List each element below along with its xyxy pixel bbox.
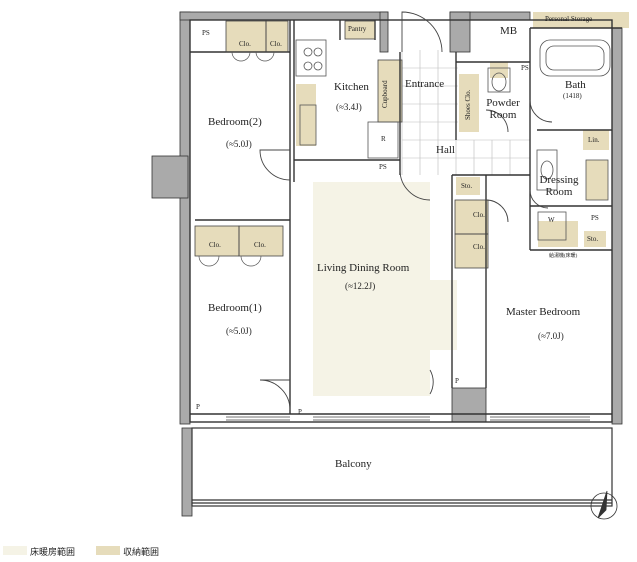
shoes-closet-label: Shoes Clo. <box>464 89 472 120</box>
p-bedroom1: P <box>196 403 200 411</box>
bath-size: (1418) <box>563 92 582 100</box>
ldr-label: Living Dining Room <box>317 262 410 274</box>
balcony-label: Balcony <box>335 458 372 470</box>
door-swings <box>259 11 553 411</box>
kitchen-label: Kitchen <box>334 81 369 93</box>
cupboard-label: Cupboard <box>381 80 389 108</box>
kitchen-area: (≈3.4J) <box>336 102 362 112</box>
master-bedroom-area: (≈7.0J) <box>538 331 564 341</box>
exterior-walls <box>151 11 623 517</box>
bath-fixtures <box>487 39 611 241</box>
ldr-floor-heating-zone <box>313 182 457 396</box>
p-ldr: P <box>298 408 302 416</box>
master-bedroom-label: Master Bedroom <box>506 306 581 318</box>
closet-door-swings <box>198 51 275 267</box>
powder-room-label: Powder Room <box>486 97 520 121</box>
water-heater-label: 給湯機(床暖) <box>549 254 578 259</box>
legend-swatch-floor-heating <box>3 546 27 555</box>
north-arrow-icon <box>590 490 618 520</box>
legend-swatch-storage <box>96 546 120 555</box>
legend-storage-label: 収納範囲 <box>123 548 160 558</box>
fridge-label: R <box>381 135 386 143</box>
ps-kitchen: PS <box>379 163 387 171</box>
entrance-label: Entrance <box>405 78 445 90</box>
closet-master-a: Clo. <box>473 211 485 219</box>
p-master: P <box>455 377 459 385</box>
interior-walls <box>189 19 622 423</box>
bedroom1-area: (≈5.0J) <box>226 326 252 336</box>
hall-label: Hall <box>436 144 455 156</box>
ps-bath: PS <box>521 64 529 72</box>
closet-b2-b: Clo. <box>270 40 282 48</box>
closet-b1-a: Clo. <box>209 241 221 249</box>
balcony-outline <box>191 427 613 507</box>
mb-label: MB <box>500 25 518 37</box>
bedroom1-label: Bedroom(1) <box>208 302 262 314</box>
bedroom2-label: Bedroom(2) <box>208 116 262 128</box>
storage-dressing-label: Sto. <box>587 235 599 243</box>
legend-floor-heating-label: 床暖房範囲 <box>30 548 76 558</box>
bath-label: Bath <box>565 79 586 91</box>
ldr-area: (≈12.2J) <box>345 281 376 291</box>
kitchen-fixtures <box>295 39 399 159</box>
ps-dressing: PS <box>591 214 599 222</box>
closet-b2-a: Clo. <box>239 40 251 48</box>
closet-b1-b: Clo. <box>254 241 266 249</box>
washer-label: W <box>548 216 555 224</box>
linen-label: Lin. <box>588 136 600 144</box>
dressing-room-label: Dressing Room <box>539 174 579 198</box>
closet-master-b: Clo. <box>473 243 485 251</box>
ps-top-left: PS <box>202 29 210 37</box>
storage-hall-label: Sto. <box>461 182 473 190</box>
pantry-label: Pantry <box>348 25 367 33</box>
window-sashes <box>226 416 590 421</box>
personal-storage-label: Personal Storage <box>545 15 593 23</box>
bedroom2-area: (≈5.0J) <box>226 139 252 149</box>
